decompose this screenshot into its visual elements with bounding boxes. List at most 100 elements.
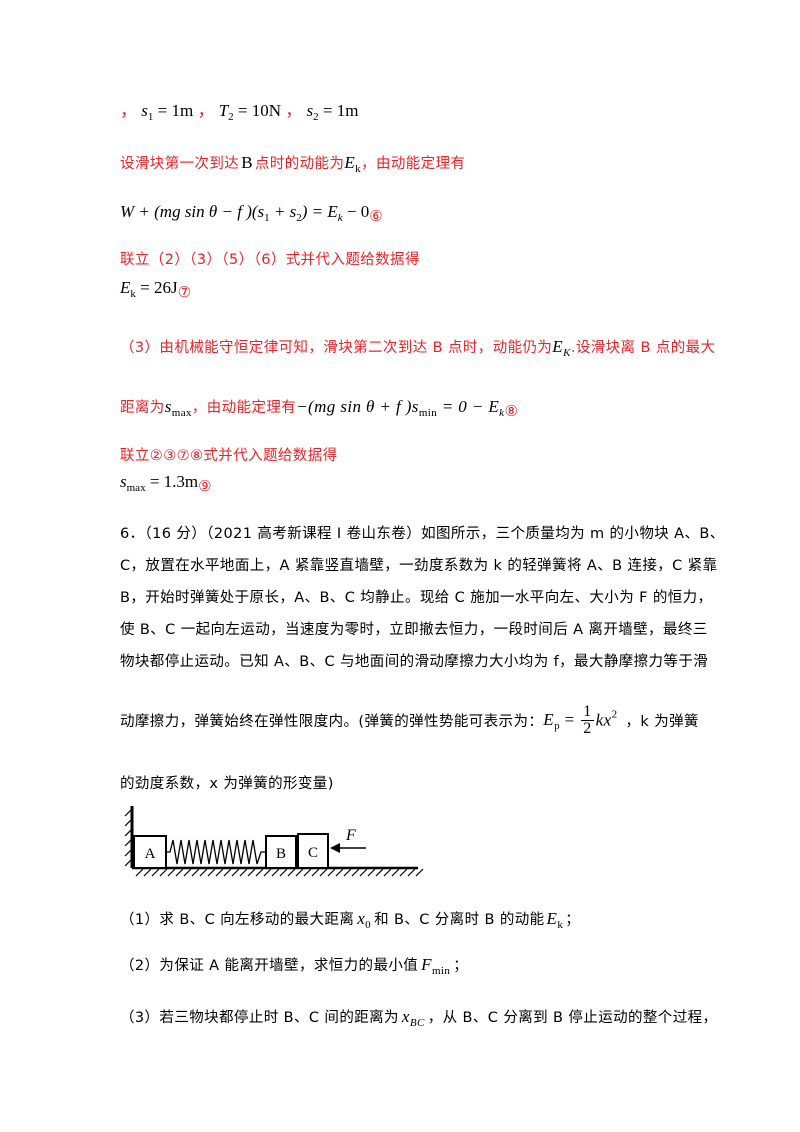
ground-hatch-mark [367,868,376,877]
eq8-rhs: = 0 − E [437,397,500,416]
eq9-value: = 1.3m [145,472,199,491]
question-line-3: B，开始时弹簧处于原长，A、B、C 均静止。现给 C 施加一水平向左、大小为 F… [120,590,713,606]
xbc-symbol: x [401,1007,410,1026]
eq7-value: = 26J [135,278,178,297]
force-label: F [345,827,356,844]
block-a-label: A [145,846,156,862]
text: ，由动能定理有 [361,156,466,172]
solution-paragraph-5: 联立②③⑦⑧式并代入题给数据得 [120,448,338,464]
t2-value: = 10N [233,101,282,120]
block-a [133,835,167,869]
ek-subscript: k [557,919,564,931]
ground-hatch-mark [215,868,224,877]
ground-hatch-mark [319,868,328,877]
comma: ， [120,101,137,120]
text: ，k 为弹簧 [625,714,699,730]
eq9-mark: ⑨ [198,479,212,495]
ground-hatch-mark [175,868,184,877]
ek-symbol: E [552,337,564,356]
ground-hatch-mark [375,868,384,877]
ground-hatch-mark [327,868,336,877]
ground-hatch-mark [343,868,352,877]
ground-hatch-mark [247,868,256,877]
wall-hatching [124,808,133,867]
ground-hatch-mark [279,868,288,877]
ground-hatch-mark [399,868,408,877]
xbc-subscript: BC [409,1017,425,1029]
ground-hatch-mark [415,868,424,877]
text: ； [565,912,581,928]
kx: kx [595,710,612,730]
question-line-7: 的劲度系数，x 为弹簧的形变量) [120,776,334,792]
ground-hatch-mark [311,868,320,877]
ground-hatch-mark [407,868,416,877]
question-line-5: 物块都停止运动。已知 A、B、C 与地面间的滑动摩擦力大小均为 f，最大静摩擦力… [120,654,709,670]
eq7-sub: k [130,288,136,300]
text: （2）为保证 A 能离开墙壁，求恒力的最小值 [120,958,419,974]
ground-hatch-mark [335,868,344,877]
text: .设滑块离 B 点的最大 [570,340,716,356]
spring [166,839,266,865]
solution-paragraph-3: （3）由机械能守恒定律可知，滑块第二次到达 B 点时，动能仍为EK.设滑块离 B… [120,336,715,359]
text: ，从 B、C 分离到 B 停止运动的整个过程， [427,1010,718,1026]
fmin-subscript: min [431,965,451,977]
s-symbol: s [164,397,172,416]
spring-block-figure: A B C F [124,806,424,877]
text: 点时的动能为 [254,156,345,172]
ground-hatch-mark [135,868,144,877]
solution-paragraph-4: 距离为smax，由动能定理有−(mg sin θ + f )smin = 0 −… [120,396,518,420]
ground-hatch-mark [183,868,192,877]
equation-9: smax = 1.3m⑨ [120,472,212,496]
exponent: 2 [611,708,618,721]
question-line-2: C，放置在水平地面上，A 紧靠竖直墙壁，一劲度系数为 k 的轻弹簧将 A、B 连… [120,558,718,574]
text: 设滑块第一次到达 [120,156,240,172]
ground-hatch-mark [239,868,248,877]
equation-7: Ek = 26J⑦ [120,278,191,302]
block-b-label: B [276,846,286,862]
numerator: 1 [581,703,594,721]
t2-subscript: 2 [228,111,234,123]
s2-symbol: s [306,101,314,120]
ground-hatch-mark [383,868,392,877]
ground-hatch-mark [207,868,216,877]
s-subscript: max [171,407,192,419]
text: （3）由机械能守恒定律可知，滑块第二次到达 B 点时，动能仍为 [120,340,553,356]
ground-hatch-mark [287,868,296,877]
t2-symbol: T [218,101,229,120]
block-c-label: C [308,845,318,861]
eq9-sub: max [126,482,146,494]
s1-symbol: s [141,101,148,120]
ep-symbol: E [543,709,555,729]
text: 动摩擦力，弹簧始终在弹性限度内。(弹簧的弹性势能可表示为： [120,714,544,730]
block-c [297,833,329,869]
comma: ， [285,101,303,120]
text: （3）若三物块都停止时 B、C 间的距离为 [120,1010,399,1026]
ground-hatch-mark [151,868,160,877]
ground-hatch-mark [191,868,200,877]
x0-subscript: 0 [365,919,372,931]
ek-subscript: k [355,163,362,175]
equals: = [559,709,580,729]
eq8-sub: min [418,407,438,419]
ground-hatch-mark [271,868,280,877]
ground-hatch-mark [255,868,264,877]
eq6-sub2: 2 [296,212,302,224]
equation-6: W + (mg sin θ − f )(s1 + s2) = Ek − 0⑥ [120,202,383,226]
solution-paragraph-2: 联立（2）（3）（5）（6）式并代入题给数据得 [120,252,420,268]
s1-subscript: 1 [147,111,154,123]
eq6-plus-s: + s [269,202,297,221]
ground-hatch-mark [351,868,360,877]
force-arrowhead [330,843,340,853]
ground-hatch-mark [167,868,176,877]
eq7-mark: ⑦ [177,285,192,301]
given-values-line: ， s1 = 1m ， T2 = 10N ， s2 = 1m [120,96,358,123]
eq7-e: E [120,278,131,297]
eq8-sub2: k [499,407,505,419]
ground-hatch-mark [159,868,168,877]
denominator: 2 [583,720,592,737]
eq6-rhs-sub: k [337,212,343,224]
